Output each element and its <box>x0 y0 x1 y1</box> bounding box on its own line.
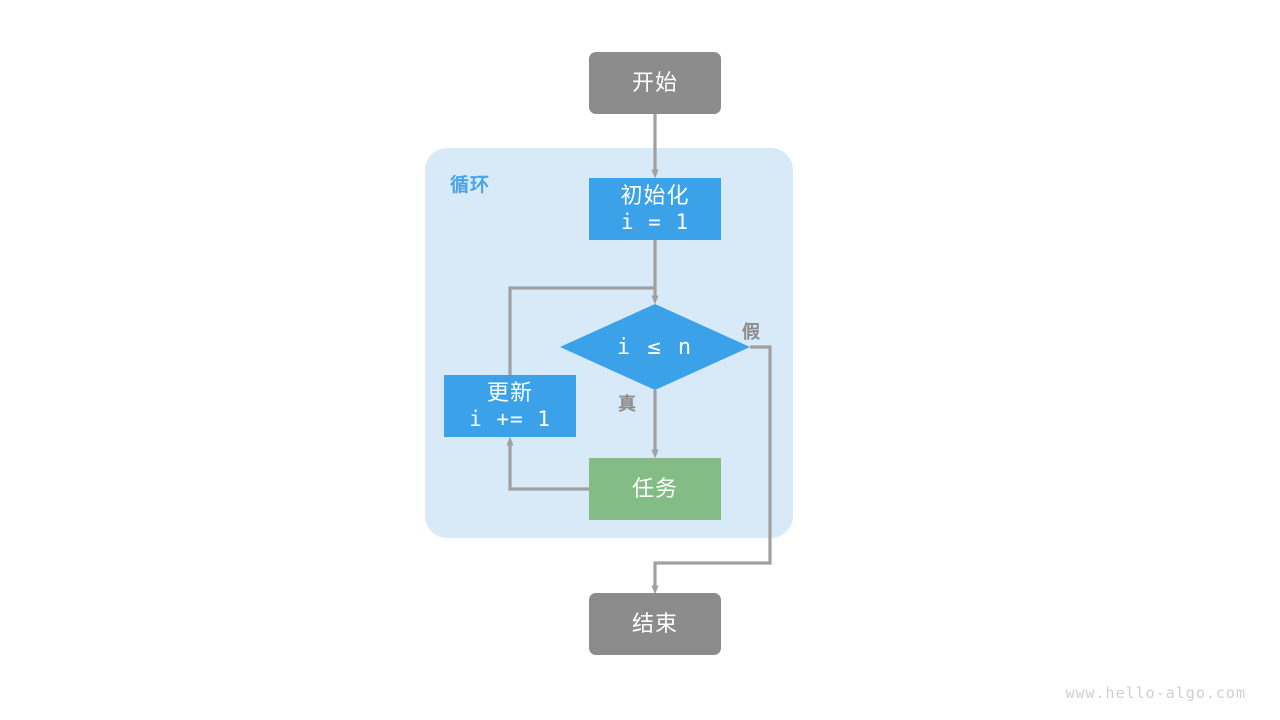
node-init-expression: i = 1 <box>620 209 690 234</box>
diamond-shape <box>560 304 750 390</box>
loop-container-label: 循环 <box>450 175 491 196</box>
node-update[interactable]: 更新 i += 1 <box>444 375 576 437</box>
edge-label-true: 真 <box>618 394 637 414</box>
edge-update-to-condition <box>508 286 655 375</box>
node-update-expression: i += 1 <box>469 406 551 431</box>
node-start-label: 开始 <box>631 69 678 95</box>
node-init[interactable]: 初始化 i = 1 <box>589 178 721 240</box>
edge-task-to-update <box>506 436 589 491</box>
node-task[interactable]: 任务 <box>589 458 721 520</box>
edge-label-false: 假 <box>742 322 761 342</box>
node-task-label: 任务 <box>631 475 678 501</box>
node-init-label: 初始化 <box>620 183 690 209</box>
node-update-label: 更新 <box>486 380 533 406</box>
node-end[interactable]: 结束 <box>589 593 721 655</box>
watermark: www.hello-algo.com <box>1065 684 1246 702</box>
node-start[interactable]: 开始 <box>589 52 721 114</box>
node-end-label: 结束 <box>631 610 678 636</box>
node-condition[interactable]: i ≤ n <box>560 304 750 390</box>
edge-condition-to-end <box>651 345 772 595</box>
